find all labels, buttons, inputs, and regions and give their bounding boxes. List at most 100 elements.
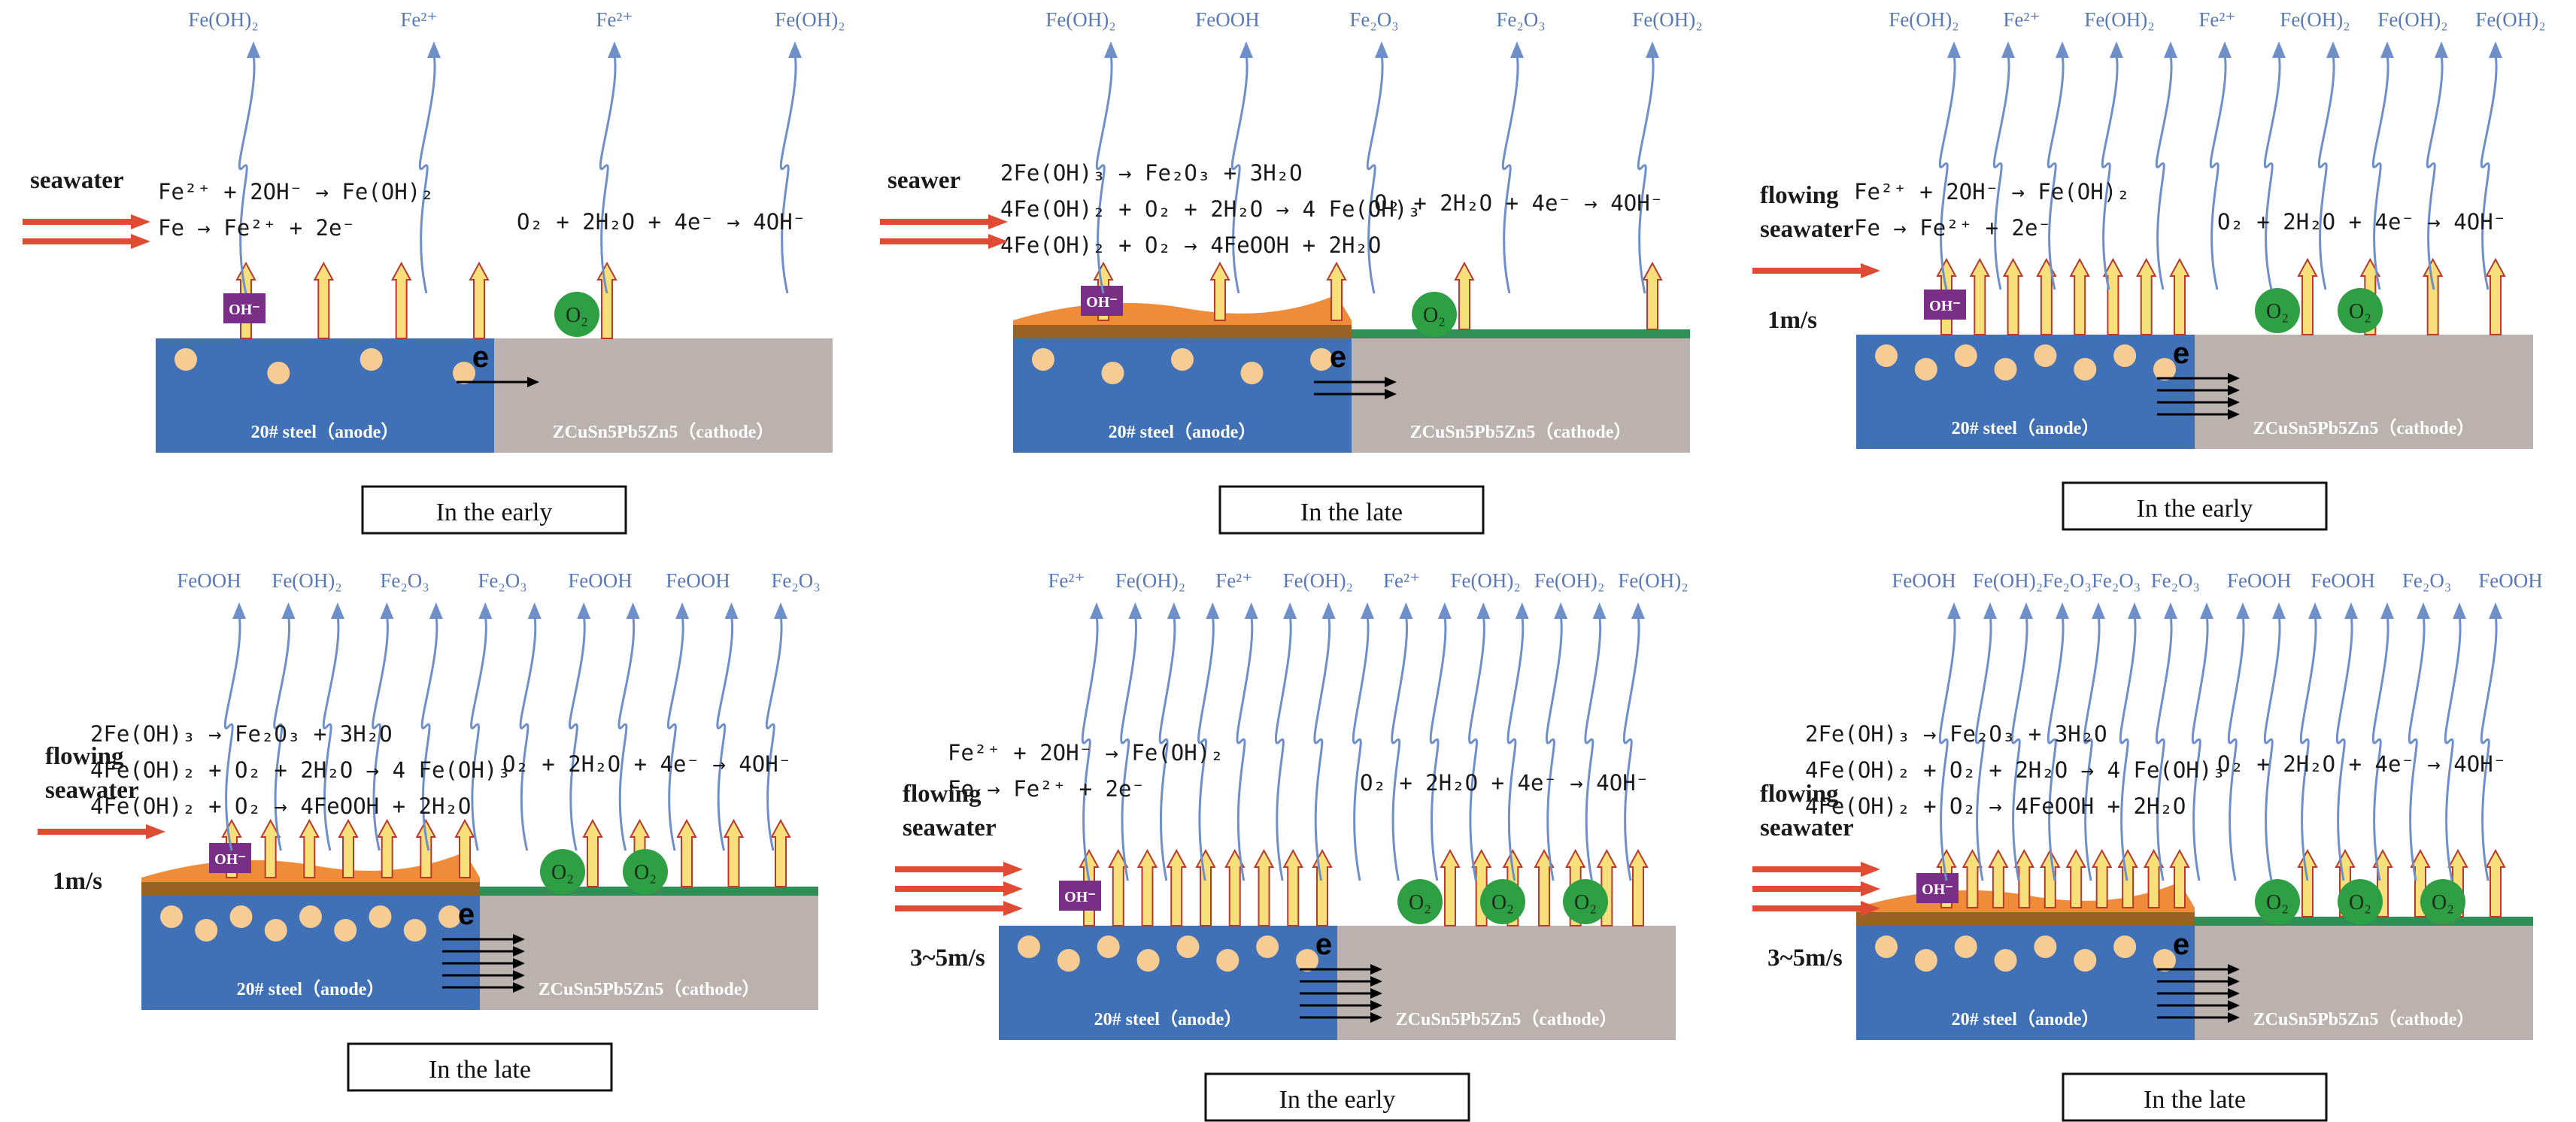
flow-arrow-head [1861, 263, 1880, 278]
product-arrow-head [1476, 602, 1491, 619]
anode-flux-arrow [1136, 848, 1158, 926]
flow-arrow [895, 866, 1006, 872]
anode-label: 20# steel（anode） [1952, 1009, 2100, 1030]
product-arrow-head [675, 602, 690, 619]
panel-p3-svg: 20# steel（anode）ZCuSn5Pb5Zn5（cathode）eOH… [1752, 8, 2546, 531]
product-label: Fe(OH)₂ [2377, 8, 2447, 31]
electron-arrow-head [2228, 397, 2240, 408]
product-arrow [1992, 54, 2010, 290]
oh-ion-box [1916, 873, 1959, 903]
o2-bubble [2255, 879, 2300, 924]
product-arrow [1938, 54, 1956, 290]
product-arrow [470, 615, 487, 851]
cathode-equation: O₂ + 2H₂O + 4e⁻ → 4OH⁻ [517, 209, 806, 235]
electron-label: e [472, 341, 489, 374]
product-arrow [2083, 615, 2101, 881]
anode-equation: 4Fe(OH)₂ + O₂ → 4FeOOH + 2H₂O [1000, 232, 1381, 258]
electron-arrow-head [513, 946, 525, 957]
product-arrow [1468, 615, 1485, 881]
flow-label: seawater [903, 814, 997, 841]
fe-particle [1171, 348, 1194, 371]
oh-ion-label: OH⁻ [1922, 881, 1953, 898]
product-arrow-head [232, 602, 246, 619]
fe-particle [1914, 358, 1937, 381]
flow-label: flowing [903, 781, 982, 808]
product-arrow-head [2092, 602, 2105, 619]
electron-arrow-head [1385, 389, 1397, 399]
fe-particle [299, 905, 322, 928]
cathode-label: ZCuSn5Pb5Zn5（cathode） [1410, 422, 1632, 442]
product-arrow [322, 615, 340, 851]
product-label: Fe²⁺ [596, 8, 633, 31]
product-label: FeOOH [2478, 569, 2543, 592]
product-label: Fe(OH)₂ [1618, 569, 1688, 592]
product-arrow-head [2272, 41, 2286, 58]
anode-flux-arrow [1195, 848, 1216, 926]
product-label: Fe(OH)₂ [1632, 8, 1702, 31]
fe-particle [1954, 344, 1977, 367]
cathode-flux-arrow [1628, 848, 1649, 926]
product-arrow [2209, 54, 2227, 290]
product-arrow-head [2128, 602, 2141, 619]
fe-particle [334, 919, 357, 942]
flow-arrow [1752, 268, 1864, 274]
anode-flux-arrow [1209, 261, 1230, 321]
electron-arrow-head [2228, 385, 2240, 396]
fe-particle [2074, 949, 2097, 972]
flow-label: seawater [45, 777, 139, 804]
product-arrow-head [2489, 602, 2502, 619]
fe-particle [1994, 949, 2017, 972]
product-label: Fe(OH)₂ [1973, 569, 2043, 592]
product-arrow-head [427, 41, 441, 58]
anode-equation: Fe²⁺ + 2OH⁻ → Fe(OH)₂ [158, 179, 434, 205]
cathode-equation: O₂ + 2H₂O + 4e⁻ → 4OH⁻ [2217, 751, 2506, 777]
product-arrow-head [2218, 41, 2232, 58]
product-label: Fe(OH)₂ [2280, 8, 2350, 31]
electron-label: e [1315, 928, 1332, 961]
electron-arrow-head [2228, 1012, 2240, 1023]
fe-particle [1310, 348, 1333, 371]
flow-speed: 3~5m/s [910, 945, 985, 972]
cathode-label: ZCuSn5Pb5Zn5（cathode） [2253, 418, 2475, 438]
fe-particle [1296, 949, 1318, 972]
product-arrow-head [1592, 602, 1607, 619]
caption-text: In the late [2144, 1086, 2246, 1114]
panel-p6-svg: 20# steel（anode）ZCuSn5Pb5Zn5（cathode）eOH… [1752, 569, 2543, 1122]
product-arrow-head [1947, 602, 1961, 619]
product-arrow-head [2344, 602, 2358, 619]
product-label: Fe(OH)₂ [775, 8, 845, 31]
product-arrow [599, 54, 617, 294]
flow-arrow-head [131, 234, 150, 249]
product-arrow [1391, 615, 1408, 881]
product-arrow [2010, 615, 2028, 881]
o2-label: O₂ [1423, 304, 1446, 327]
product-arrow-head [527, 602, 542, 619]
o2-label: O₂ [634, 861, 657, 884]
product-arrow-head [1206, 602, 1220, 619]
product-arrow [519, 615, 537, 851]
caption-box [2062, 1072, 2328, 1122]
product-arrow [779, 54, 797, 294]
o2-label: O₂ [2432, 891, 2454, 914]
product-label: Fe₂O₃ [2402, 569, 2451, 592]
anode-label: 20# steel（anode） [1109, 422, 1257, 442]
oh-ion-box [1924, 290, 1966, 320]
product-arrow [765, 615, 783, 851]
caption-text: In the early [1279, 1086, 1396, 1114]
anode-flux-arrow [1282, 848, 1303, 926]
flow-arrow-head [1003, 881, 1023, 896]
product-arrow [1236, 615, 1254, 881]
oh-ion-label: OH⁻ [1929, 298, 1961, 314]
fe-particle [174, 348, 197, 371]
product-arrow [2155, 54, 2173, 290]
anode-equation: 2Fe(OH)₃ → Fe₂O₃ + 3H₂O [1000, 160, 1303, 186]
product-arrow [2444, 615, 2462, 881]
anode-flux-arrow [2002, 257, 2024, 335]
cathode-flux-arrow [1454, 261, 1475, 330]
anode-equation: Fe²⁺ + 2OH⁻ → Fe(OH)₂ [1854, 179, 2130, 205]
panel-p4-svg: 20# steel（anode）ZCuSn5Pb5Zn5（cathode）eOH… [38, 569, 821, 1092]
product-arrow-head [2380, 41, 2394, 58]
product-arrow-head [2056, 41, 2069, 58]
